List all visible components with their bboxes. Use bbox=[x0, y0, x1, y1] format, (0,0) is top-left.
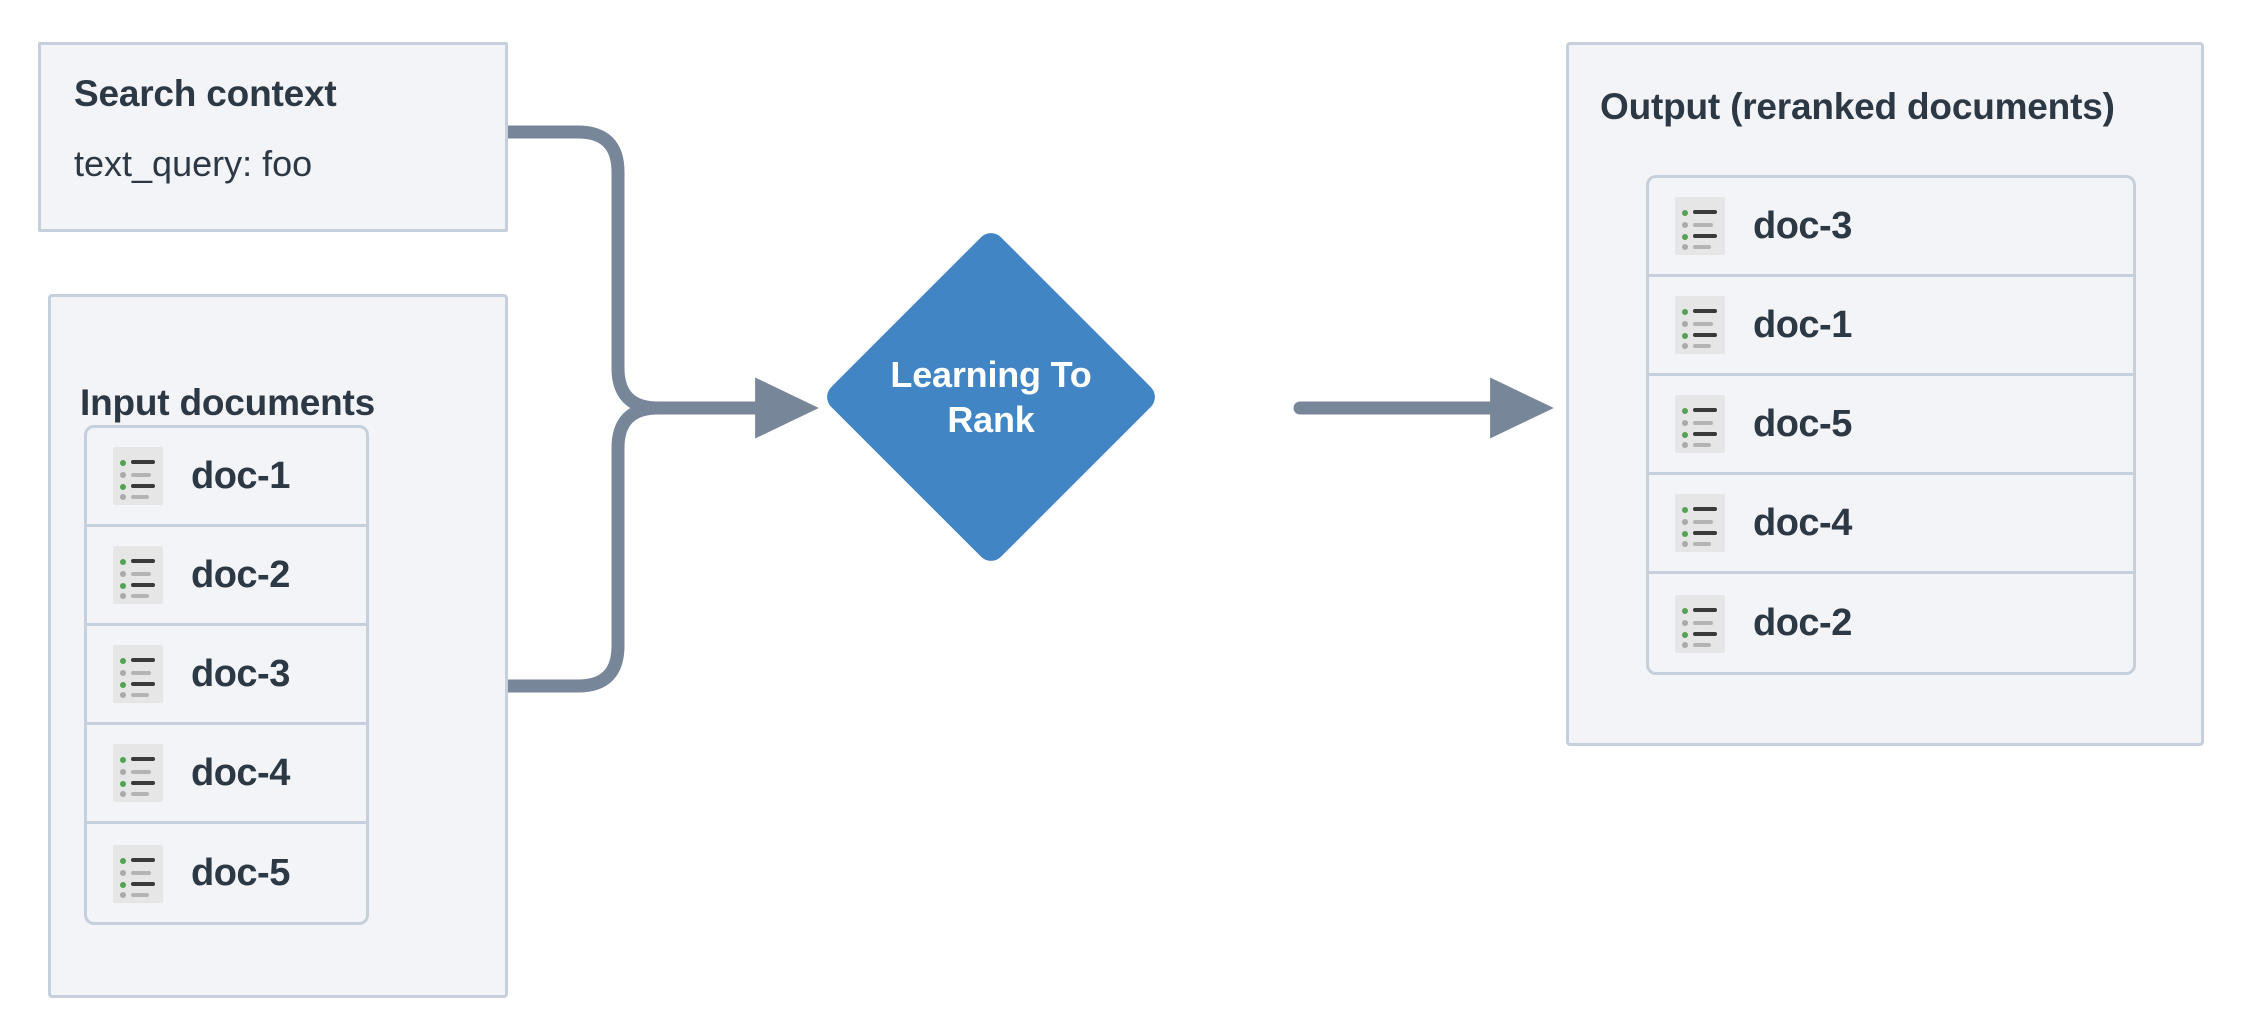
list-item-label: doc-3 bbox=[1753, 204, 1852, 247]
search-context-title: Search context bbox=[74, 73, 337, 114]
input-documents-title: Input documents bbox=[80, 382, 376, 423]
list-item[interactable]: doc-4 bbox=[87, 725, 366, 824]
list-item-label: doc-4 bbox=[191, 751, 290, 794]
learning-to-rank-label: Learning To Rank bbox=[822, 228, 1160, 566]
search-context-panel: Search context text_query: foo bbox=[38, 42, 508, 232]
node-label-line1: Learning To bbox=[890, 354, 1092, 395]
list-item[interactable]: doc-2 bbox=[1649, 574, 2133, 672]
search-context-query: text_query: foo bbox=[74, 143, 313, 184]
list-item-label: doc-5 bbox=[191, 852, 290, 894]
list-item[interactable]: doc-1 bbox=[1649, 277, 2133, 376]
list-item-label: doc-4 bbox=[1753, 501, 1852, 544]
document-list-icon bbox=[1675, 494, 1725, 552]
list-item[interactable]: doc-2 bbox=[87, 527, 366, 626]
document-list-icon bbox=[113, 744, 163, 802]
document-list-icon bbox=[1675, 197, 1725, 255]
document-list-icon bbox=[113, 645, 163, 703]
node-label-line2: Rank bbox=[947, 399, 1035, 440]
document-list-icon bbox=[113, 447, 163, 505]
learning-to-rank-node[interactable]: Learning To Rank bbox=[821, 227, 1161, 567]
document-list-icon bbox=[1675, 395, 1725, 453]
list-item[interactable]: doc-3 bbox=[1649, 178, 2133, 277]
connector-input-documents-to-ltr bbox=[501, 401, 707, 693]
list-item[interactable]: doc-3 bbox=[87, 626, 366, 725]
list-item-label: doc-1 bbox=[191, 454, 290, 497]
list-item-label: doc-5 bbox=[1753, 402, 1852, 445]
connector-search-context-to-ltr bbox=[501, 125, 707, 415]
input-documents-list: doc-1 doc-2 doc-3 bbox=[84, 425, 369, 925]
output-documents-list: doc-3 doc-1 doc-5 bbox=[1646, 175, 2136, 675]
list-item[interactable]: doc-1 bbox=[87, 428, 366, 527]
list-item-label: doc-1 bbox=[1753, 303, 1852, 346]
list-item[interactable]: doc-4 bbox=[1649, 475, 2133, 574]
list-item-label: doc-2 bbox=[191, 553, 290, 596]
list-item-label: doc-2 bbox=[1753, 602, 1852, 644]
list-item[interactable]: doc-5 bbox=[1649, 376, 2133, 475]
document-list-icon bbox=[113, 546, 163, 604]
list-item-label: doc-3 bbox=[191, 652, 290, 695]
output-panel-title: Output (reranked documents) bbox=[1600, 86, 2115, 127]
document-list-icon bbox=[1675, 594, 1725, 653]
document-list-icon bbox=[113, 844, 163, 903]
document-list-icon bbox=[1675, 296, 1725, 354]
list-item[interactable]: doc-5 bbox=[87, 824, 366, 922]
